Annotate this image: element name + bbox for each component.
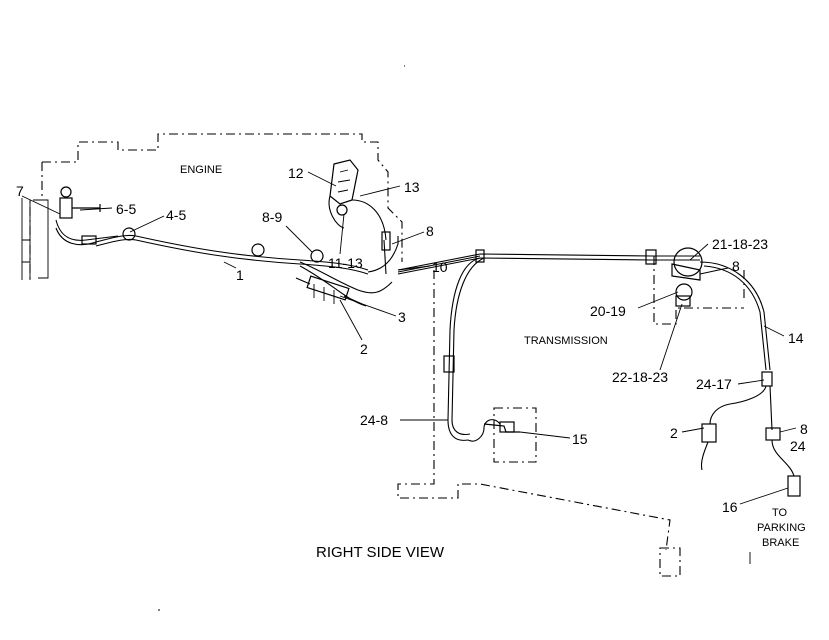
transmission-feed-line: [397, 249, 700, 275]
pressure-switch-assembly: [295, 275, 363, 305]
callout-2-right: 2: [670, 425, 678, 441]
callout-4-5: 4-5: [166, 207, 186, 223]
callout-20-19: 20-19: [590, 303, 626, 319]
callout-15: 15: [572, 431, 588, 447]
callout-24-17: 24-17: [696, 376, 732, 392]
callout-7: 7: [16, 183, 24, 199]
area-labels: ENGINE TRANSMISSION RIGHT SIDE VIEW TO P…: [180, 164, 806, 561]
view-title: RIGHT SIDE VIEW: [316, 544, 445, 561]
left-fittings: [55, 186, 119, 246]
engine-outline: [21, 133, 403, 280]
leader-lines: [21, 171, 797, 505]
callout-6-5: 6-5: [116, 201, 136, 217]
transmission-label: TRANSMISSION: [524, 335, 608, 347]
callout-labels: 7 6-5 4-5 1 8-9 12 13 11-13 8 10 3 2 21-…: [16, 165, 808, 515]
to-label: TO: [772, 507, 788, 519]
callout-22-18-23: 22-18-23: [612, 369, 668, 385]
callout-8-upper: 8: [426, 223, 434, 239]
callout-21-18-23: 21-18-23: [712, 236, 768, 252]
parking-label: PARKING: [757, 522, 806, 534]
callout-8-right: 8: [732, 258, 740, 274]
right-valve-cluster: [671, 247, 771, 371]
valve-assembly-12: [328, 159, 391, 275]
loop-line-24-8: [443, 257, 520, 442]
callout-2-left: 2: [360, 341, 368, 357]
callout-14: 14: [788, 330, 804, 346]
engine-label: ENGINE: [180, 164, 222, 176]
lower-right-branch: [700, 371, 801, 497]
brake-label: BRAKE: [762, 537, 799, 549]
callout-16: 16: [722, 499, 738, 515]
main-hydraulic-line: [95, 227, 481, 307]
callout-10: 10: [432, 259, 448, 275]
transmission-outline: [397, 256, 745, 577]
callout-1: 1: [236, 267, 244, 283]
callout-12: 12: [288, 165, 304, 181]
callout-8-9: 8-9: [262, 209, 282, 225]
callout-24: 24: [790, 438, 806, 454]
callout-24-8: 24-8: [360, 412, 388, 428]
callout-11-13: 11-13: [328, 255, 363, 271]
callout-8-lower: 8: [800, 421, 808, 437]
callout-13: 13: [404, 179, 420, 195]
callout-3: 3: [398, 309, 406, 325]
